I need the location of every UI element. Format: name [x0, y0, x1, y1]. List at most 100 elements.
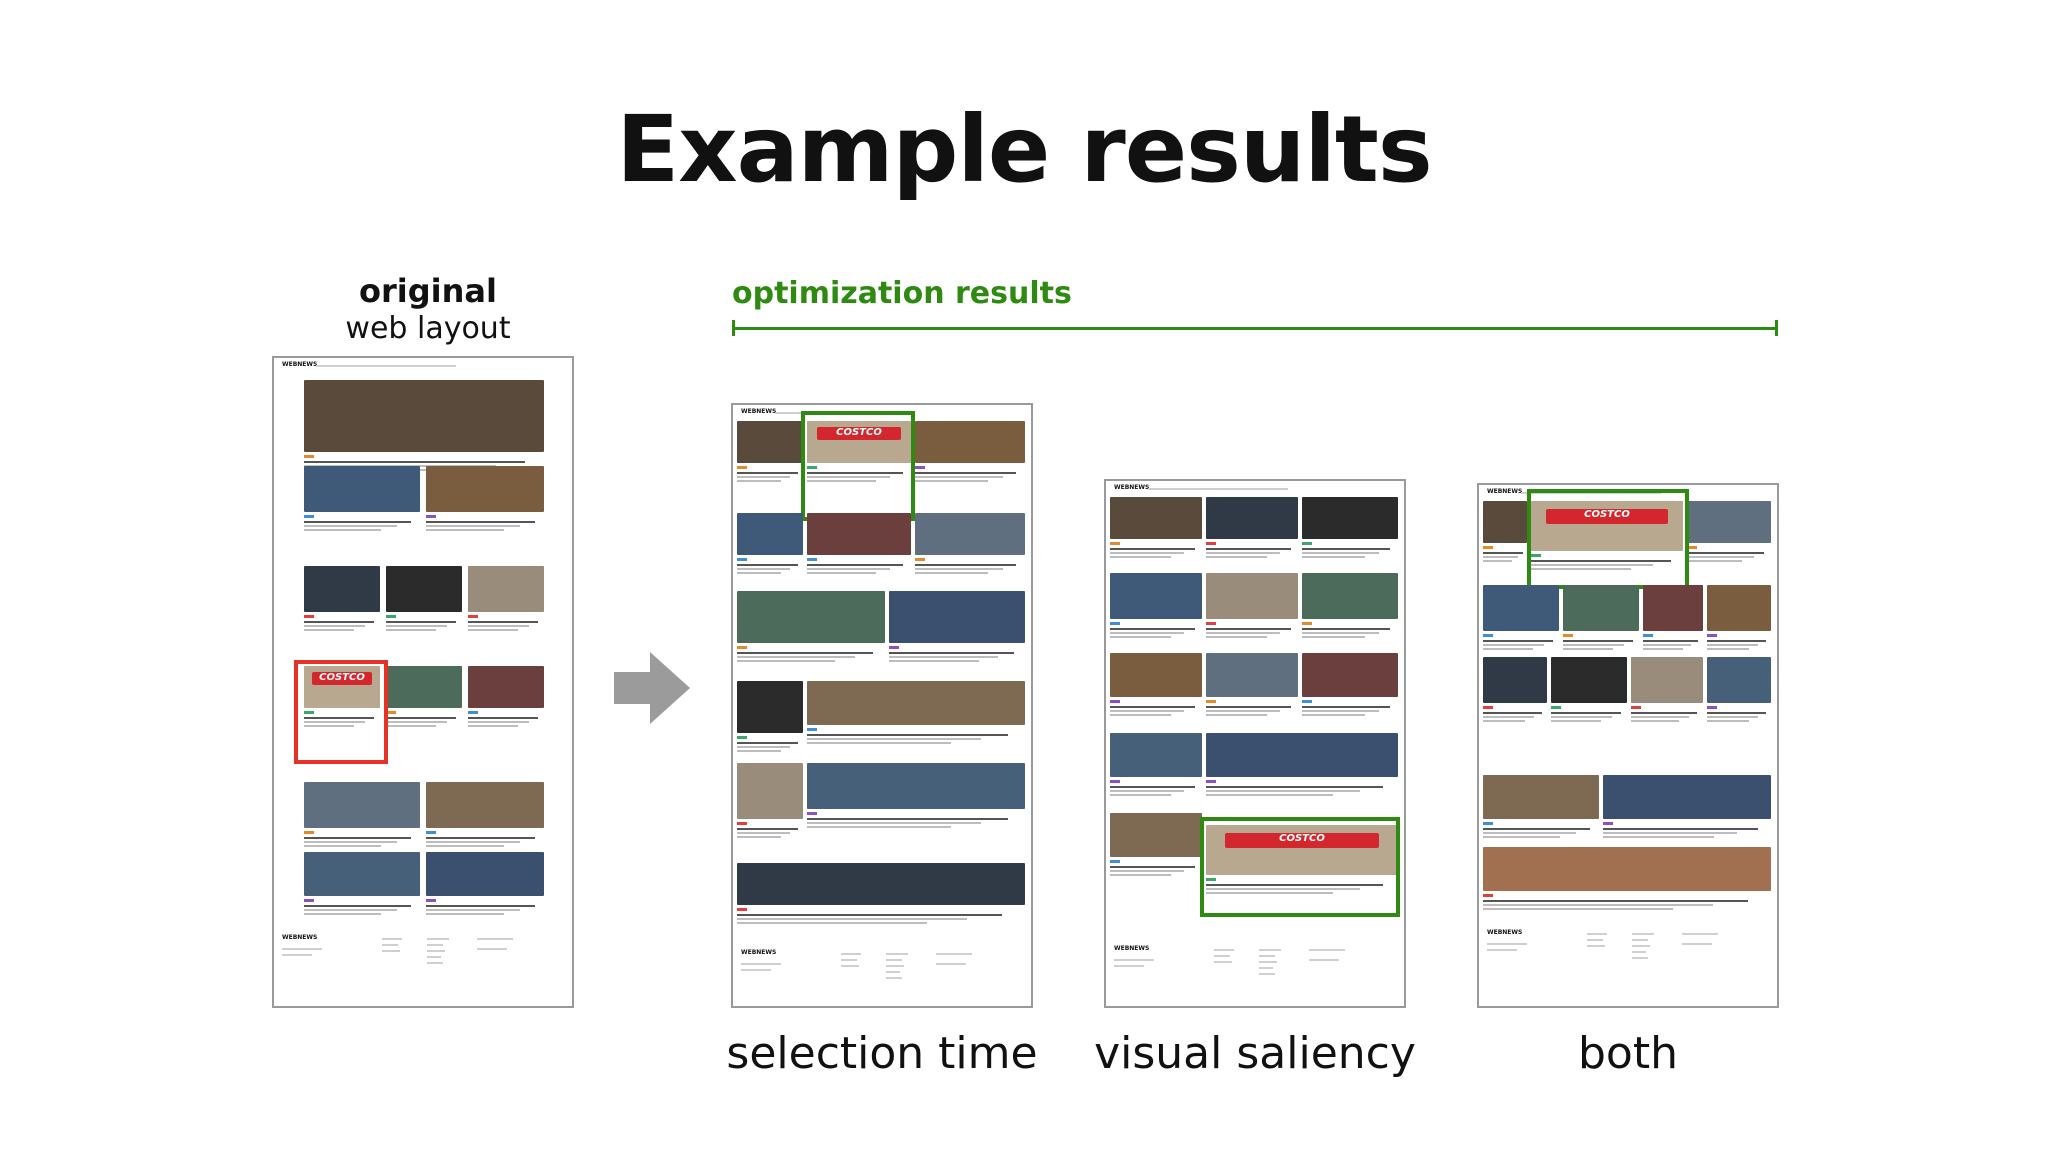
mini-text-line — [304, 909, 397, 911]
mini-footer-line — [936, 953, 972, 955]
mini-headline-line — [1483, 712, 1542, 714]
mini-category-tag — [1531, 554, 1541, 557]
mini-text-line — [1206, 632, 1280, 634]
mini-article-card — [1110, 653, 1202, 719]
mini-headline-line — [737, 742, 798, 744]
mini-category-tag — [304, 711, 314, 714]
mini-footer-line — [886, 965, 904, 967]
mini-text-line — [807, 480, 876, 482]
mini-header: WEBNEWS — [1487, 488, 1769, 498]
mini-headline-line — [1110, 548, 1195, 550]
mini-article-image — [1483, 847, 1771, 891]
mini-text-line — [915, 476, 1003, 478]
mini-footer-line — [1259, 961, 1277, 963]
mini-text-line — [426, 913, 504, 915]
mini-category-tag — [426, 515, 436, 518]
mini-article-image — [807, 513, 911, 555]
mini-footer-line — [1587, 945, 1605, 947]
optimization-bracket — [732, 320, 1778, 336]
mini-article-image — [1603, 775, 1771, 819]
mini-headline-line — [889, 652, 1015, 654]
mini-article-card — [1483, 501, 1527, 565]
mini-article-image — [468, 666, 544, 708]
mini-footer-line — [1309, 959, 1339, 961]
mini-footer-line — [427, 938, 449, 940]
mini-footer-line — [1487, 949, 1517, 951]
mini-article-card — [737, 591, 885, 665]
mini-article-image — [1483, 775, 1599, 819]
mini-footer-line — [1632, 933, 1654, 935]
mini-headline-line — [807, 818, 1008, 820]
mini-article-image — [426, 466, 544, 512]
mini-article-image — [1707, 585, 1771, 631]
mini-category-tag — [807, 728, 817, 731]
mini-text-line — [1302, 636, 1366, 638]
mini-text-line — [1483, 720, 1526, 722]
mini-article-card — [426, 466, 544, 534]
mini-headline-line — [915, 564, 1017, 566]
mini-text-line — [737, 480, 781, 482]
mini-category-tag — [807, 466, 817, 469]
mini-text-line — [1206, 552, 1280, 554]
mini-text-line — [807, 568, 891, 570]
mini-headline-line — [1531, 560, 1671, 562]
mini-footer-line — [841, 953, 861, 955]
mini-text-line — [386, 725, 437, 727]
mini-headline-line — [304, 837, 411, 839]
mini-text-line — [304, 841, 397, 843]
mini-category-tag — [1643, 634, 1653, 637]
mini-footer-line — [1259, 949, 1281, 951]
bracket-right-tick — [1775, 320, 1778, 336]
mini-text-line — [1206, 794, 1333, 796]
mini-article-image — [1110, 497, 1202, 539]
mini-header: WEBNEWS — [1114, 484, 1396, 494]
mini-category-tag — [304, 455, 314, 458]
mini-article-card — [737, 763, 803, 841]
original-layout-label: original web layout — [268, 272, 588, 348]
mini-article-image — [737, 513, 803, 555]
mini-article-image — [426, 852, 544, 896]
costco-storefront-image: COSTCO — [1531, 501, 1683, 551]
mini-footer-line — [1114, 959, 1154, 961]
mini-text-line — [468, 625, 529, 627]
mini-headline-line — [468, 621, 538, 623]
mini-article-image — [915, 513, 1025, 555]
mini-text-line — [1110, 710, 1184, 712]
mini-category-tag — [1206, 878, 1216, 881]
mini-footer-line — [1682, 933, 1718, 935]
mini-text-line — [1483, 648, 1534, 650]
mini-text-line — [1302, 710, 1379, 712]
mini-article-image — [1483, 585, 1559, 631]
right-arrow-icon — [614, 652, 690, 724]
mini-article-card — [1302, 653, 1398, 719]
mini-text-line — [1206, 710, 1280, 712]
mini-article-card — [1302, 497, 1398, 561]
bracket-left-tick — [732, 320, 735, 336]
costco-sign-text: COSTCO — [319, 672, 365, 684]
mini-footer-line — [886, 971, 900, 973]
mini-text-line — [1483, 556, 1519, 558]
mini-article-card — [737, 513, 803, 577]
mini-headline-line — [1110, 866, 1195, 868]
mini-text-line — [915, 572, 988, 574]
mini-headline-line — [304, 461, 525, 463]
mini-article-card — [304, 380, 544, 474]
mini-category-tag — [1707, 634, 1717, 637]
mini-logo: WEBNEWS — [1487, 488, 1523, 495]
mini-article-card — [1206, 733, 1398, 799]
mini-category-tag — [1302, 700, 1312, 703]
costco-article-card: COSTCO — [1206, 825, 1398, 897]
mini-headline-line — [1707, 640, 1766, 642]
mini-text-line — [426, 525, 521, 527]
mini-headline-line — [1483, 900, 1748, 902]
mini-footer-line — [1114, 965, 1144, 967]
mini-text-line — [1483, 836, 1560, 838]
mini-text-line — [1603, 832, 1738, 834]
mini-article-card — [1707, 657, 1771, 725]
mini-logo: WEBNEWS — [282, 361, 318, 368]
mini-text-line — [426, 909, 521, 911]
slide-title: Example results — [616, 96, 1432, 203]
mini-text-line — [737, 832, 790, 834]
mini-category-tag — [1206, 700, 1216, 703]
